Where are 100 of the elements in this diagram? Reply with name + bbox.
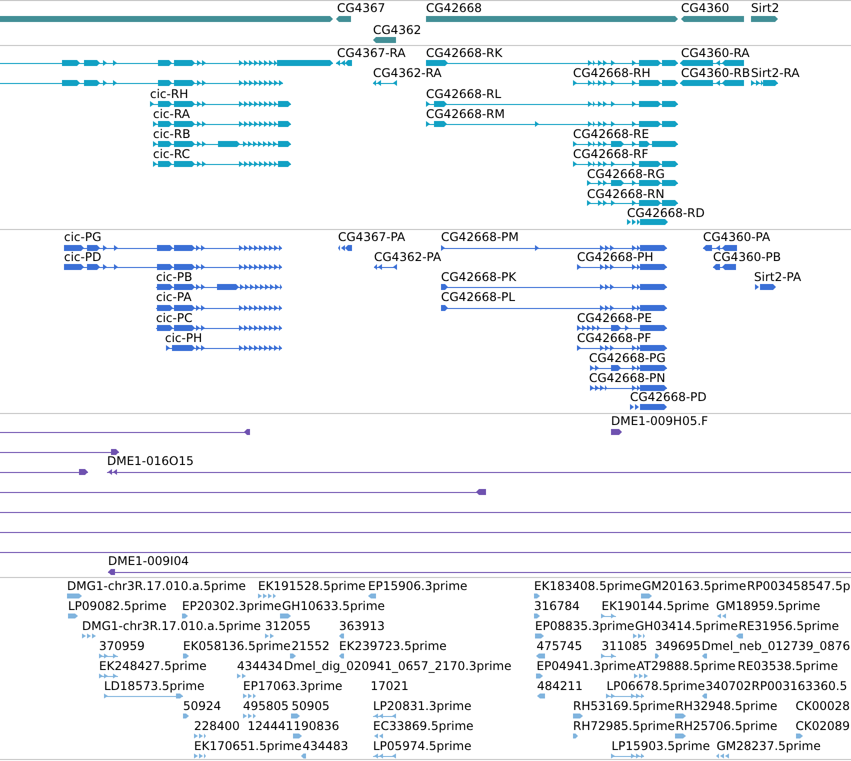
feature-label: CG4362-PA bbox=[374, 251, 442, 263]
feature-label: 17021 bbox=[370, 680, 409, 692]
feature-label: Dmel_neb_012739_0876 bbox=[702, 640, 850, 652]
feature-label: CG4360-PA bbox=[703, 231, 770, 243]
feature-label: 50924 bbox=[183, 700, 222, 712]
feature-label: EC33869.5prime bbox=[373, 720, 474, 732]
feature-label: cic-RA bbox=[153, 108, 190, 120]
feature-label: 484211 bbox=[537, 680, 583, 692]
feature-label: EK058136.5prime bbox=[183, 640, 291, 652]
feature-label: 50905 bbox=[292, 700, 330, 712]
feature-label: Sirt2-PA bbox=[754, 271, 802, 283]
feature-label: LP15903.5prime bbox=[612, 740, 710, 752]
feature-label: 124441 bbox=[248, 720, 294, 732]
feature-label: CG42668-RF bbox=[573, 148, 648, 160]
feature-label: CG42668-RG bbox=[587, 168, 665, 180]
feature-label: DME1-009I04 bbox=[108, 555, 189, 567]
feature-label: CG42668-PD bbox=[630, 391, 707, 403]
feature-label: CG42668-RM bbox=[426, 108, 505, 120]
feature-label: 495805 bbox=[243, 700, 289, 712]
feature-label: CG42668-PM bbox=[441, 231, 519, 243]
feature-label: EK183408.5prime bbox=[534, 580, 642, 592]
feature-label: 228400 bbox=[194, 720, 240, 732]
feature-label: CG42668-RK bbox=[426, 47, 502, 59]
feature-label: LP20831.3prime bbox=[373, 700, 472, 712]
feature-label: CG4367 bbox=[337, 2, 386, 14]
feature-label: CG42668-RN bbox=[587, 188, 664, 200]
feature-label: CG42668-RE bbox=[573, 128, 650, 140]
feature-label: GM28237.5prime bbox=[716, 740, 821, 752]
feature-label: CG4362-RA bbox=[373, 67, 442, 79]
feature-label: RE03538.5prime bbox=[738, 660, 838, 672]
feature-label: 434434 bbox=[237, 660, 283, 672]
feature-label: CG42668-PE bbox=[577, 312, 652, 324]
feature-label: cic-PH bbox=[165, 332, 202, 344]
feature-label: EK248427.5prime bbox=[99, 660, 207, 672]
feature-label: RE31956.5prime bbox=[738, 620, 839, 632]
feature-label: EK170651.5prime bbox=[194, 740, 302, 752]
feature-label: 190836 bbox=[294, 720, 340, 732]
feature-label: CG42668-RL bbox=[426, 88, 502, 100]
feature-label: RH25706.5prime bbox=[676, 720, 778, 732]
feature-label: EK190144.5prime bbox=[602, 600, 710, 612]
feature-label: CG4362 bbox=[373, 24, 422, 36]
feature-label: Sirt2-RA bbox=[751, 67, 800, 79]
feature-label: 349695 bbox=[655, 640, 701, 652]
feature-label: DMG1-chr3R.17.010.a.5prime bbox=[67, 580, 246, 592]
feature-label: CG4360-RB bbox=[681, 67, 750, 79]
feature-label: 340702 bbox=[706, 680, 752, 692]
feature-label: GM20163.5prime bbox=[642, 580, 746, 592]
feature-label: DME1-009H05.F bbox=[611, 415, 708, 427]
feature-label: GH03414.5prime bbox=[635, 620, 738, 632]
feature-label: cic-RH bbox=[150, 88, 188, 100]
feature-label: LD18573.5prime bbox=[104, 680, 205, 692]
feature-label: EK191528.5prime bbox=[258, 580, 366, 592]
feature-label: RP003458547.5p bbox=[747, 580, 850, 592]
feature-label: cic-RC bbox=[153, 148, 190, 160]
feature-label: CG42668-PG bbox=[589, 352, 666, 364]
feature-label: cic-PA bbox=[156, 291, 192, 303]
feature-label: CK00028 bbox=[796, 700, 850, 712]
feature-label: 316784 bbox=[534, 600, 580, 612]
feature-label: CG42668-RD bbox=[627, 207, 705, 219]
feature-label: 370959 bbox=[99, 640, 145, 652]
feature-label: 434483 bbox=[302, 740, 348, 752]
feature-label: GH10633.5prime bbox=[282, 600, 385, 612]
feature-label: CG42668-PH bbox=[577, 251, 654, 263]
feature-label: RH72985.5prime bbox=[573, 720, 675, 732]
feature-label: EP17063.3prime bbox=[243, 680, 342, 692]
feature-label: RH32948.5prime bbox=[676, 700, 778, 712]
feature-label: 311085 bbox=[602, 640, 648, 652]
feature-label: Sirt2 bbox=[751, 2, 780, 14]
feature-label: CG4367-RA bbox=[337, 47, 406, 59]
feature-label: 475745 bbox=[536, 640, 582, 652]
feature-label: RP003163360.5 bbox=[752, 680, 848, 692]
feature-label: Dmel_dig_020941_0657_2170.3prime bbox=[284, 660, 512, 672]
feature-label: cic-PB bbox=[156, 271, 192, 283]
feature-label: DMG1-chr3R.17.010.a.5prime bbox=[82, 620, 261, 632]
feature-label: CG4360 bbox=[681, 2, 730, 14]
feature-label: EP08835.3prime bbox=[535, 620, 634, 632]
feature-label: DME1-016O15 bbox=[107, 455, 194, 467]
feature-label: EP15906.3prime bbox=[368, 580, 468, 592]
feature-label: EK239723.5prime bbox=[339, 640, 447, 652]
feature-label: cic-PD bbox=[64, 251, 102, 263]
feature-label: CG42668-PN bbox=[589, 372, 666, 384]
feature-label: cic-PC bbox=[156, 312, 192, 324]
feature-label: RH53169.5prime bbox=[573, 700, 675, 712]
feature-label: LP05974.5prime bbox=[373, 740, 472, 752]
feature-label: GM18959.5prime bbox=[716, 600, 820, 612]
feature-label: cic-PG bbox=[64, 231, 102, 243]
feature-label: LP09082.5prime bbox=[68, 600, 167, 612]
feature-label: CG4360-RA bbox=[681, 47, 750, 59]
feature-label: 363913 bbox=[339, 620, 385, 632]
feature-label: CG42668-PK bbox=[441, 271, 516, 283]
feature-label: cic-RB bbox=[153, 128, 190, 140]
feature-label: CG4367-PA bbox=[338, 231, 406, 243]
feature-label: CK02089 bbox=[796, 720, 850, 732]
feature-label: LP06678.5prime bbox=[606, 680, 706, 692]
feature-label: CG4360-PB bbox=[713, 251, 782, 263]
feature-label: AT29888.5prime bbox=[636, 660, 736, 672]
feature-label: CG42668 bbox=[426, 2, 482, 14]
feature-label: 21552 bbox=[292, 640, 330, 652]
feature-label: 312055 bbox=[265, 620, 311, 632]
feature-label: CG42668-RH bbox=[573, 67, 651, 79]
